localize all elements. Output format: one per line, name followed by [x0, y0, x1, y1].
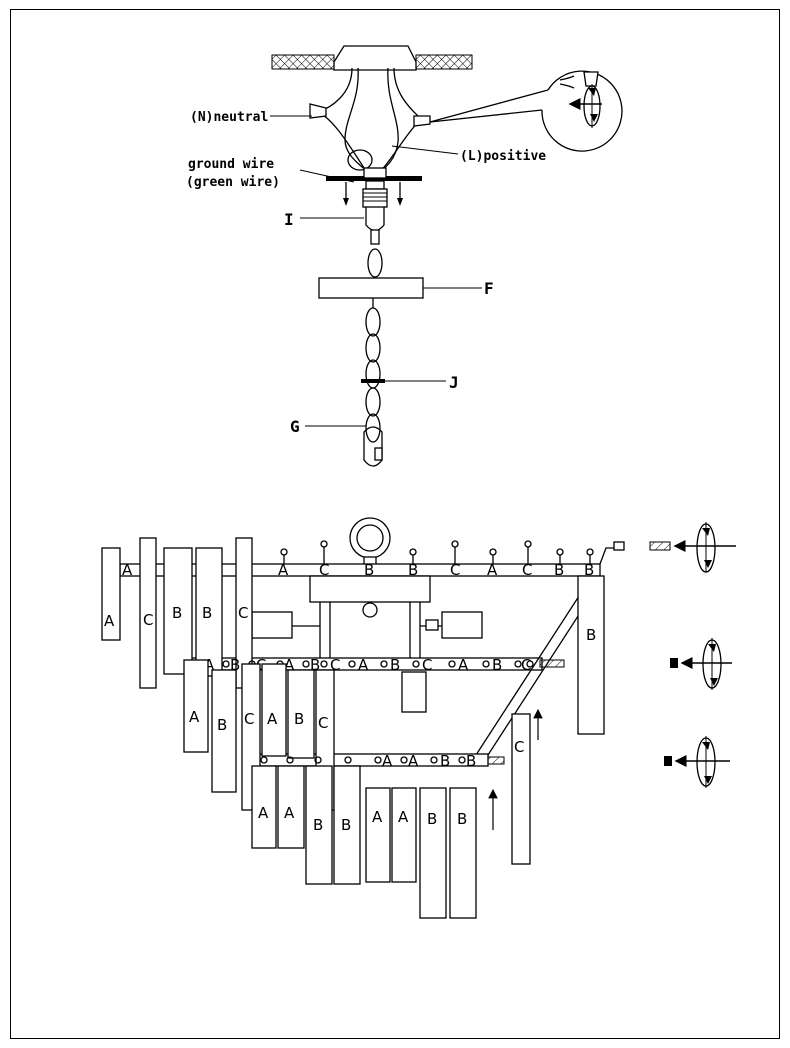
top-hook-letter: A: [487, 561, 498, 579]
part-f-label: F: [484, 279, 494, 298]
top-hook-letter: C: [450, 561, 460, 579]
mid-hook-letter: A: [358, 656, 369, 674]
crystal-letter: B: [172, 604, 182, 622]
crystal-letter: A: [398, 808, 409, 826]
crystal-letter: A: [372, 808, 383, 826]
crystal-letter: B: [202, 604, 212, 622]
bottom-row-crystals: A A B B A A B B: [251, 765, 477, 919]
crystal-letter: A: [104, 612, 115, 630]
bottom-hook-letter: B: [466, 752, 476, 770]
mid-hook-letter: B: [230, 656, 240, 674]
crystal-letter: A: [258, 804, 269, 822]
top-hook-letter: B: [584, 561, 594, 579]
mid-hook-letter: C: [422, 656, 432, 674]
top-hook-letter: B: [408, 561, 418, 579]
crystal-letter: B: [586, 626, 596, 644]
top-hook-letter: A: [122, 561, 133, 579]
crystal-letter: B: [294, 710, 304, 728]
positive-label: (L)positive: [460, 149, 546, 164]
top-row-crystals: A C B B C B: [101, 537, 605, 735]
wire-nut-callout: [429, 70, 623, 152]
screw-fittings: [487, 659, 565, 765]
ceiling-section: [270, 45, 482, 467]
mid-hook-letter: C: [521, 656, 531, 674]
crystal-letter: B: [457, 810, 467, 828]
crystal-letter: A: [267, 710, 278, 728]
bottom-hook-letter: A: [408, 752, 419, 770]
crystal-letter: C: [238, 604, 248, 622]
crystal-letter: C: [514, 738, 524, 756]
mid-hook-letter: C: [330, 656, 340, 674]
top-hook-letter: C: [522, 561, 532, 579]
bottom-row-letters: A A B B: [382, 752, 476, 770]
bottom-hook-letter: B: [440, 752, 450, 770]
top-hook-letter: C: [319, 561, 329, 579]
mid-row-letters: A B C A B C A B C A B C: [204, 656, 531, 674]
crystal-letter: B: [427, 810, 437, 828]
crystal-letter: B: [341, 816, 351, 834]
screw-detail-top: [649, 522, 736, 573]
bottom-hook-letter: A: [382, 752, 393, 770]
top-hook-letter: A: [278, 561, 289, 579]
crystal-letter: C: [244, 710, 254, 728]
mid-hook-letter: A: [284, 656, 295, 674]
part-g-label: G: [290, 417, 300, 436]
page-border: [10, 9, 780, 1039]
top-hook-letter: B: [364, 561, 374, 579]
mid-hook-letter: B: [390, 656, 400, 674]
bottom-row-hooks: [260, 756, 466, 764]
screw-detail-bottom: [664, 736, 730, 788]
crystal-letter: B: [217, 716, 227, 734]
green-wire-label: (green wire): [186, 175, 280, 190]
part-j-label: J: [449, 373, 459, 392]
mid-hook-letter: C: [256, 656, 266, 674]
screw-detail-middle: [670, 638, 732, 690]
crystal-letter: C: [318, 714, 328, 732]
mid-hook-letter: A: [204, 656, 215, 674]
crystal-letter: A: [284, 804, 295, 822]
neutral-label: (N)neutral: [190, 110, 268, 125]
crystal-letter: B: [313, 816, 323, 834]
mid-hook-letter: A: [458, 656, 469, 674]
mid-hook-letter: B: [492, 656, 502, 674]
top-hook-letter: B: [554, 561, 564, 579]
crystal-letter: A: [189, 708, 200, 726]
crystal-letter: C: [143, 611, 153, 629]
part-i-label: I: [284, 210, 294, 229]
mid-hook-letter: B: [310, 656, 320, 674]
ground-wire-label: ground wire: [188, 157, 274, 172]
